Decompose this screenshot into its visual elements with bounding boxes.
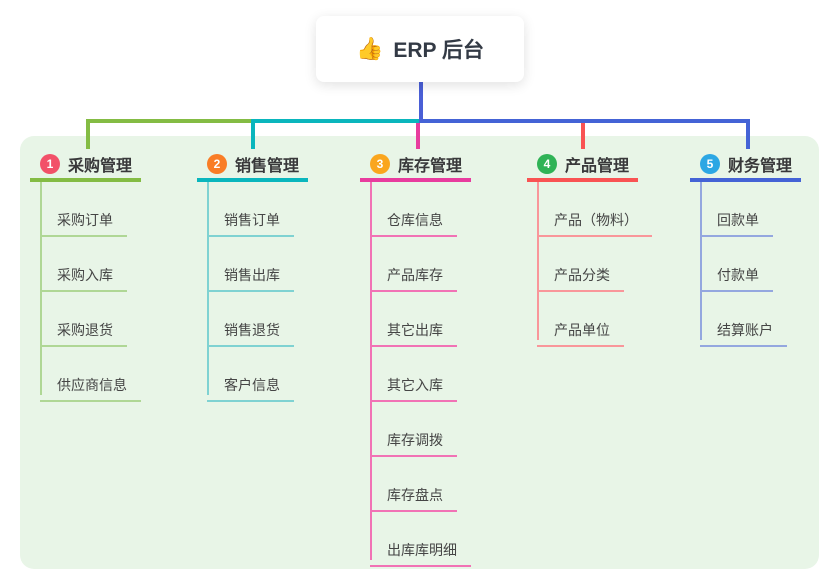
child-node[interactable]: 采购订单 (40, 182, 127, 237)
branch-drop-line (251, 119, 255, 149)
child-node-label: 产品分类 (554, 267, 610, 283)
root-node[interactable]: 👍 ERP 后台 (316, 16, 524, 82)
child-node[interactable]: 付款单 (700, 237, 773, 292)
branch-children: 产品（物料） 产品分类产品单位 (527, 182, 652, 347)
child-node-label: 库存调拨 (387, 432, 443, 448)
branch-label: 销售管理 (235, 158, 300, 175)
branch-children: 采购订单采购入库采购退货供应商信息 (30, 182, 141, 402)
child-node-label: 仓库信息 (387, 212, 443, 228)
child-node-label: 产品（物料） (554, 212, 638, 228)
children-connector-line (537, 182, 539, 340)
children-connector-line (40, 182, 42, 395)
children-connector-line (207, 182, 209, 395)
children-connector-line (700, 182, 702, 340)
child-node[interactable]: 供应商信息 (40, 347, 141, 402)
child-node[interactable]: 出库库明细 (370, 512, 471, 567)
child-node[interactable]: 回款单 (700, 182, 773, 237)
branch-column-1: 1 采购管理采购订单采购入库采购退货供应商信息 (30, 150, 142, 402)
branch-header-5[interactable]: 5 财务管理 (690, 150, 802, 182)
branch-drop-line (86, 119, 90, 149)
child-node[interactable]: 销售出库 (207, 237, 294, 292)
branch-number-badge: 1 (40, 154, 60, 174)
child-node[interactable]: 其它入库 (370, 347, 457, 402)
child-node-label: 销售订单 (224, 212, 280, 228)
branch-drop-line (746, 119, 750, 149)
child-node-label: 付款单 (717, 267, 759, 283)
branch-label: 产品管理 (565, 158, 630, 175)
branch-label: 财务管理 (728, 158, 793, 175)
branch-label: 采购管理 (68, 158, 133, 175)
child-node[interactable]: 产品分类 (537, 237, 624, 292)
child-node-label: 客户信息 (224, 377, 280, 393)
branch-column-2: 2 销售管理销售订单销售出库销售退货客户信息 (197, 150, 309, 402)
children-connector-line (370, 182, 372, 560)
root-connector-line (419, 82, 423, 121)
thumbs-up-icon: 👍 (355, 36, 384, 61)
branch-header-2[interactable]: 2 销售管理 (197, 150, 309, 182)
child-node[interactable]: 销售退货 (207, 292, 294, 347)
branch-header-1[interactable]: 1 采购管理 (30, 150, 142, 182)
branches-panel (20, 136, 819, 569)
branch-column-5: 5 财务管理回款单付款单结算账户 (690, 150, 802, 347)
child-node-label: 结算账户 (717, 322, 773, 338)
child-node-label: 其它出库 (387, 322, 443, 338)
branch-number-badge: 5 (700, 154, 720, 174)
branch-children: 仓库信息产品库存其它出库其它入库库存调拨库存盘点出库库明细 (360, 182, 471, 567)
branch-number-badge: 4 (537, 154, 557, 174)
branch-children: 回款单付款单结算账户 (690, 182, 801, 347)
child-node-label: 库存盘点 (387, 487, 443, 503)
child-node-label: 销售退货 (224, 322, 280, 338)
branch-label: 库存管理 (398, 158, 463, 175)
child-node-label: 采购入库 (57, 267, 113, 283)
child-node-label: 回款单 (717, 212, 759, 228)
branch-number-badge: 3 (370, 154, 390, 174)
bus-line-right-blue (419, 119, 750, 123)
child-node[interactable]: 结算账户 (700, 292, 787, 347)
child-node[interactable]: 产品库存 (370, 237, 457, 292)
child-node[interactable]: 客户信息 (207, 347, 294, 402)
bus-line-left-teal (251, 119, 423, 123)
child-node-label: 产品单位 (554, 322, 610, 338)
branch-column-4: 4 产品管理产品（物料） 产品分类产品单位 (527, 150, 652, 347)
child-node-label: 产品库存 (387, 267, 443, 283)
child-node[interactable]: 库存调拨 (370, 402, 457, 457)
child-node[interactable]: 库存盘点 (370, 457, 457, 512)
branch-drop-line (581, 119, 585, 149)
child-node-label: 销售出库 (224, 267, 280, 283)
branch-drop-line (416, 119, 420, 149)
child-node[interactable]: 产品单位 (537, 292, 624, 347)
branch-column-3: 3 库存管理仓库信息产品库存其它出库其它入库库存调拨库存盘点出库库明细 (360, 150, 472, 567)
child-node-label: 出库库明细 (387, 542, 457, 558)
child-node[interactable]: 其它出库 (370, 292, 457, 347)
child-node[interactable]: 采购退货 (40, 292, 127, 347)
child-node[interactable]: 销售订单 (207, 182, 294, 237)
branch-header-3[interactable]: 3 库存管理 (360, 150, 472, 182)
child-node[interactable]: 仓库信息 (370, 182, 457, 237)
child-node[interactable]: 采购入库 (40, 237, 127, 292)
child-node-label: 其它入库 (387, 377, 443, 393)
child-node[interactable]: 产品（物料） (537, 182, 652, 237)
child-node-label: 采购订单 (57, 212, 113, 228)
child-node-label: 供应商信息 (57, 377, 127, 393)
root-title: ERP 后台 (393, 39, 485, 62)
branch-header-4[interactable]: 4 产品管理 (527, 150, 639, 182)
branch-number-badge: 2 (207, 154, 227, 174)
child-node-label: 采购退货 (57, 322, 113, 338)
branch-children: 销售订单销售出库销售退货客户信息 (197, 182, 308, 402)
